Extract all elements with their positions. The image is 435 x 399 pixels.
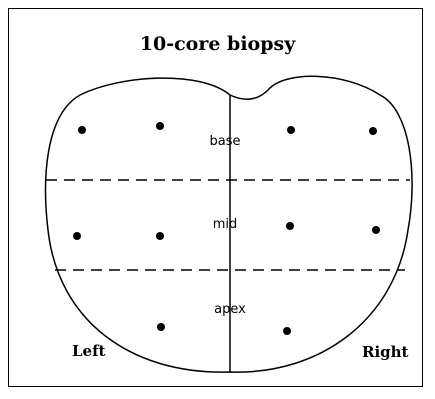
core-left-apex xyxy=(157,323,165,331)
zone-label-base: base xyxy=(195,134,255,149)
core-right-base-medial xyxy=(287,126,295,134)
core-right-mid-medial xyxy=(286,222,294,230)
core-left-base-lateral xyxy=(78,126,86,134)
core-right-mid-lateral xyxy=(372,226,380,234)
core-left-base-medial xyxy=(156,122,164,130)
core-left-mid-medial xyxy=(156,232,164,240)
side-label-right: Right xyxy=(362,343,409,361)
core-right-base-lateral xyxy=(369,127,377,135)
side-label-left: Left xyxy=(72,342,105,360)
core-left-mid-lateral xyxy=(73,232,81,240)
zone-label-mid: mid xyxy=(195,217,255,232)
core-right-apex xyxy=(283,327,291,335)
zone-label-apex: apex xyxy=(200,302,260,317)
